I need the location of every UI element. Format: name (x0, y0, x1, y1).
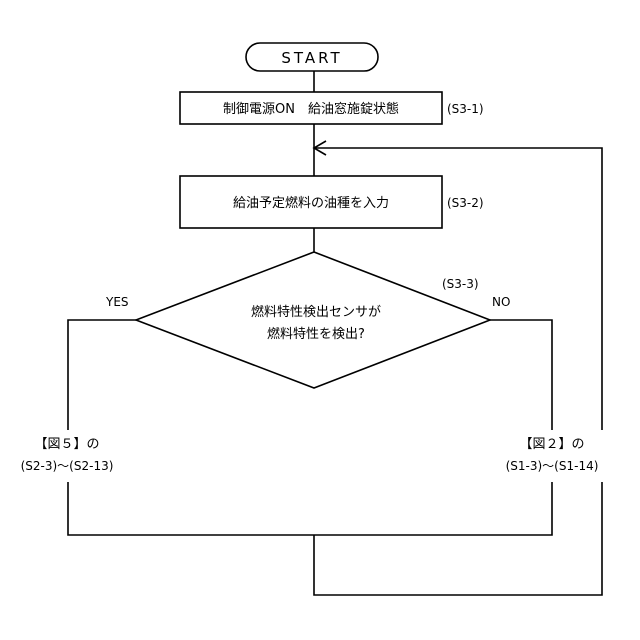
branch-right-line1: 【図２】の (519, 437, 584, 452)
branch-reference-left: 【図５】の (S2-3)〜(S2-13) (21, 430, 114, 482)
decision-text-line1: 燃料特性検出センサが (251, 304, 381, 320)
step-id-s3-2: (S3-2) (447, 196, 484, 210)
branch-right-line2: (S1-3)〜(S1-14) (506, 459, 599, 473)
process-text-s3-2: 給油予定燃料の油種を入力 (233, 195, 389, 211)
yes-label: YES (105, 295, 129, 309)
decision-text-line2: 燃料特性を検出? (267, 326, 365, 342)
decision-diamond-s3-3: 燃料特性検出センサが 燃料特性を検出? (136, 252, 490, 388)
step-id-s3-3: (S3-3) (442, 277, 479, 291)
process-text-s3-1: 制御電源ON 給油窓施錠状態 (223, 101, 399, 117)
start-terminal: START (246, 43, 378, 71)
branch-left-line1: 【図５】の (34, 437, 99, 452)
branch-left-line2: (S2-3)〜(S2-13) (21, 459, 114, 473)
step-id-s3-1: (S3-1) (447, 102, 484, 116)
branch-reference-right: 【図２】の (S1-3)〜(S1-14) (500, 430, 608, 482)
process-box-s3-2: 給油予定燃料の油種を入力 (180, 176, 442, 228)
process-box-s3-1: 制御電源ON 給油窓施錠状態 (180, 92, 442, 124)
no-label: NO (492, 295, 510, 309)
start-label: START (281, 49, 342, 67)
